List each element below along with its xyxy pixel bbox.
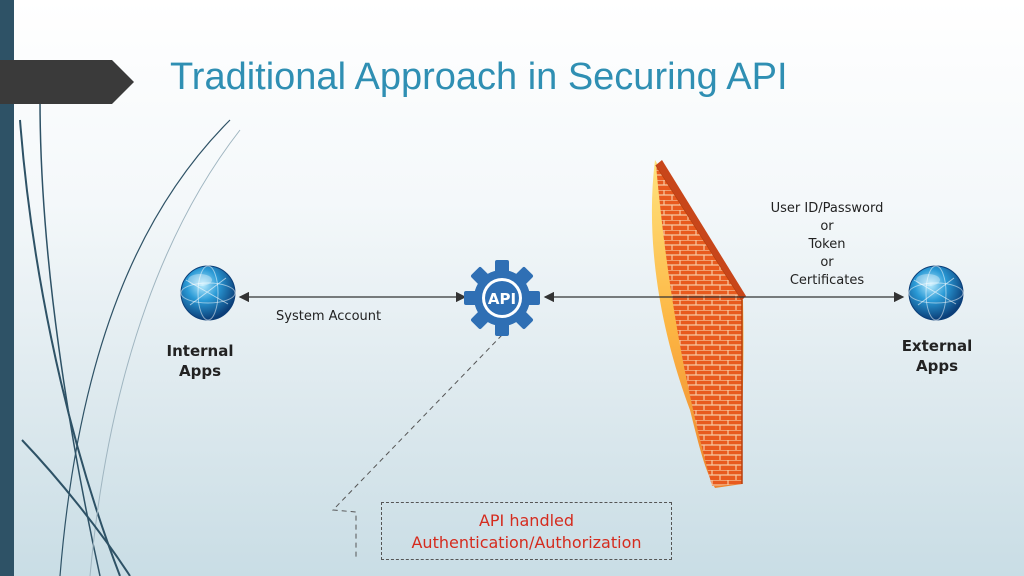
credentials-line: or	[820, 219, 834, 234]
note-line: API handled	[478, 511, 575, 530]
note-box	[381, 502, 672, 560]
note-callout-line	[331, 334, 503, 560]
credentials-line: User ID/Password	[770, 201, 884, 216]
credentials-line: Token	[808, 237, 846, 252]
credentials-line: Certificates	[789, 273, 865, 288]
api-gear-label: API	[488, 290, 516, 308]
internal-apps-label: Internal Apps	[160, 341, 240, 381]
page-title: Traditional Approach in Securing API	[170, 56, 788, 98]
note-line: Authentication/Authorization	[411, 533, 642, 552]
external-apps-label-line2: Apps	[915, 357, 958, 375]
credentials-label: User ID/Password or Token or Certificate…	[742, 200, 912, 290]
left-sidebar-bar	[0, 0, 14, 576]
external-apps-globe-icon	[908, 265, 964, 321]
api-gear-icon: API	[464, 260, 540, 336]
credentials-line: or	[820, 255, 834, 270]
firewall-icon	[651, 160, 746, 488]
system-account-label: System Account	[276, 309, 382, 324]
note-text: API handled Authentication/Authorization	[381, 510, 672, 554]
title-tab-arrow	[0, 60, 134, 104]
external-apps-label-line1: External	[901, 337, 973, 355]
external-apps-label: External Apps	[897, 336, 977, 376]
internal-apps-label-line2: Apps	[178, 362, 221, 380]
internal-apps-globe-icon	[180, 265, 236, 321]
internal-apps-label-line1: Internal	[166, 342, 234, 360]
decorative-swirl	[19, 99, 241, 576]
